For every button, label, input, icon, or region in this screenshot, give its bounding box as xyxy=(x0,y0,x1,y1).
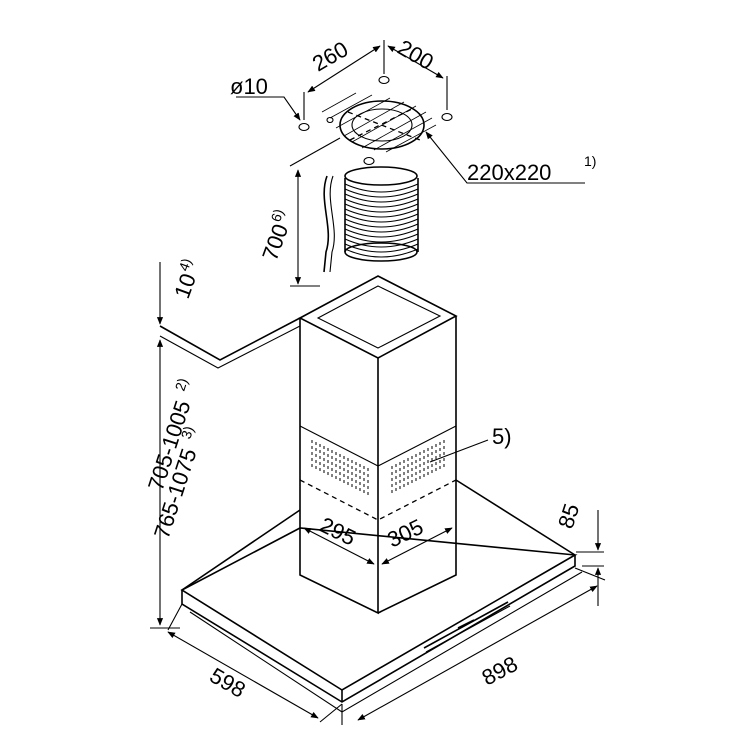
label-700-note: 6) xyxy=(267,207,286,224)
vent-slots xyxy=(311,440,445,495)
mount-hole-top xyxy=(378,75,390,85)
component-leader xyxy=(429,439,489,463)
duct-rib xyxy=(344,183,419,193)
hood-canopy xyxy=(167,479,606,725)
duct-rib xyxy=(344,198,419,208)
duct-rib xyxy=(344,233,419,243)
duct-rib xyxy=(344,228,419,238)
chimney-left-face xyxy=(299,318,379,615)
duct-rib xyxy=(344,238,419,248)
label-598: 598 xyxy=(206,663,250,703)
duct-rib xyxy=(344,223,419,233)
flexible-duct xyxy=(289,137,419,287)
label-duct-opening-note: 1) xyxy=(584,153,596,169)
label-295: 295 xyxy=(316,512,360,551)
dim-opening-leader xyxy=(425,131,585,184)
dim-305-arrow xyxy=(381,527,453,565)
dim-598-arrow xyxy=(167,631,319,719)
ceiling-centerline-a xyxy=(347,111,421,141)
label-898: 898 xyxy=(478,651,522,690)
duct-rib xyxy=(344,248,419,258)
label-700: 700 xyxy=(257,221,293,264)
ceiling-mount xyxy=(236,40,585,184)
chimney-top xyxy=(298,275,458,359)
duct-rib xyxy=(344,203,419,213)
dim-295-arrow xyxy=(303,527,375,565)
duct-rib xyxy=(344,213,419,223)
label-hole-diameter: ø10 xyxy=(230,74,268,99)
label-height-a-note: 2) xyxy=(172,376,191,393)
label-component-ref: 5) xyxy=(492,424,512,449)
control-strip xyxy=(423,601,509,649)
label-duct-opening: 220x220 xyxy=(467,160,551,185)
mount-hole-left xyxy=(298,122,310,132)
label-260: 260 xyxy=(308,36,352,76)
dim-hole-leader xyxy=(236,96,301,121)
dimension-labels: 260 200 ø10 220x220 1) 700 6) 10 4) 705-… xyxy=(143,35,596,703)
dim-898-arrow xyxy=(357,585,598,721)
label-10-note: 4) xyxy=(175,256,194,273)
duct-ring-inner xyxy=(351,108,413,142)
duct-ring-outer xyxy=(339,100,425,150)
mount-hole-bottom xyxy=(363,156,375,166)
mount-hole-right xyxy=(441,112,453,122)
chimney-split-line xyxy=(299,479,457,521)
duct-rib xyxy=(344,193,419,203)
duct-rib xyxy=(344,208,419,218)
label-height-b-note: 3) xyxy=(178,424,197,441)
mount-hole-small xyxy=(326,116,334,124)
label-85: 85 xyxy=(553,501,584,532)
power-cable xyxy=(323,175,330,273)
duct-rib xyxy=(344,218,419,228)
label-10: 10 xyxy=(169,270,201,302)
ceiling-line xyxy=(150,262,301,629)
ceiling-centerline-b xyxy=(349,107,415,141)
chimney xyxy=(298,275,489,615)
dim-260-arrow xyxy=(307,45,381,93)
duct-rib xyxy=(344,188,419,198)
dim-200-arrow xyxy=(387,45,444,79)
label-305: 305 xyxy=(383,514,427,553)
label-200: 200 xyxy=(394,35,438,75)
